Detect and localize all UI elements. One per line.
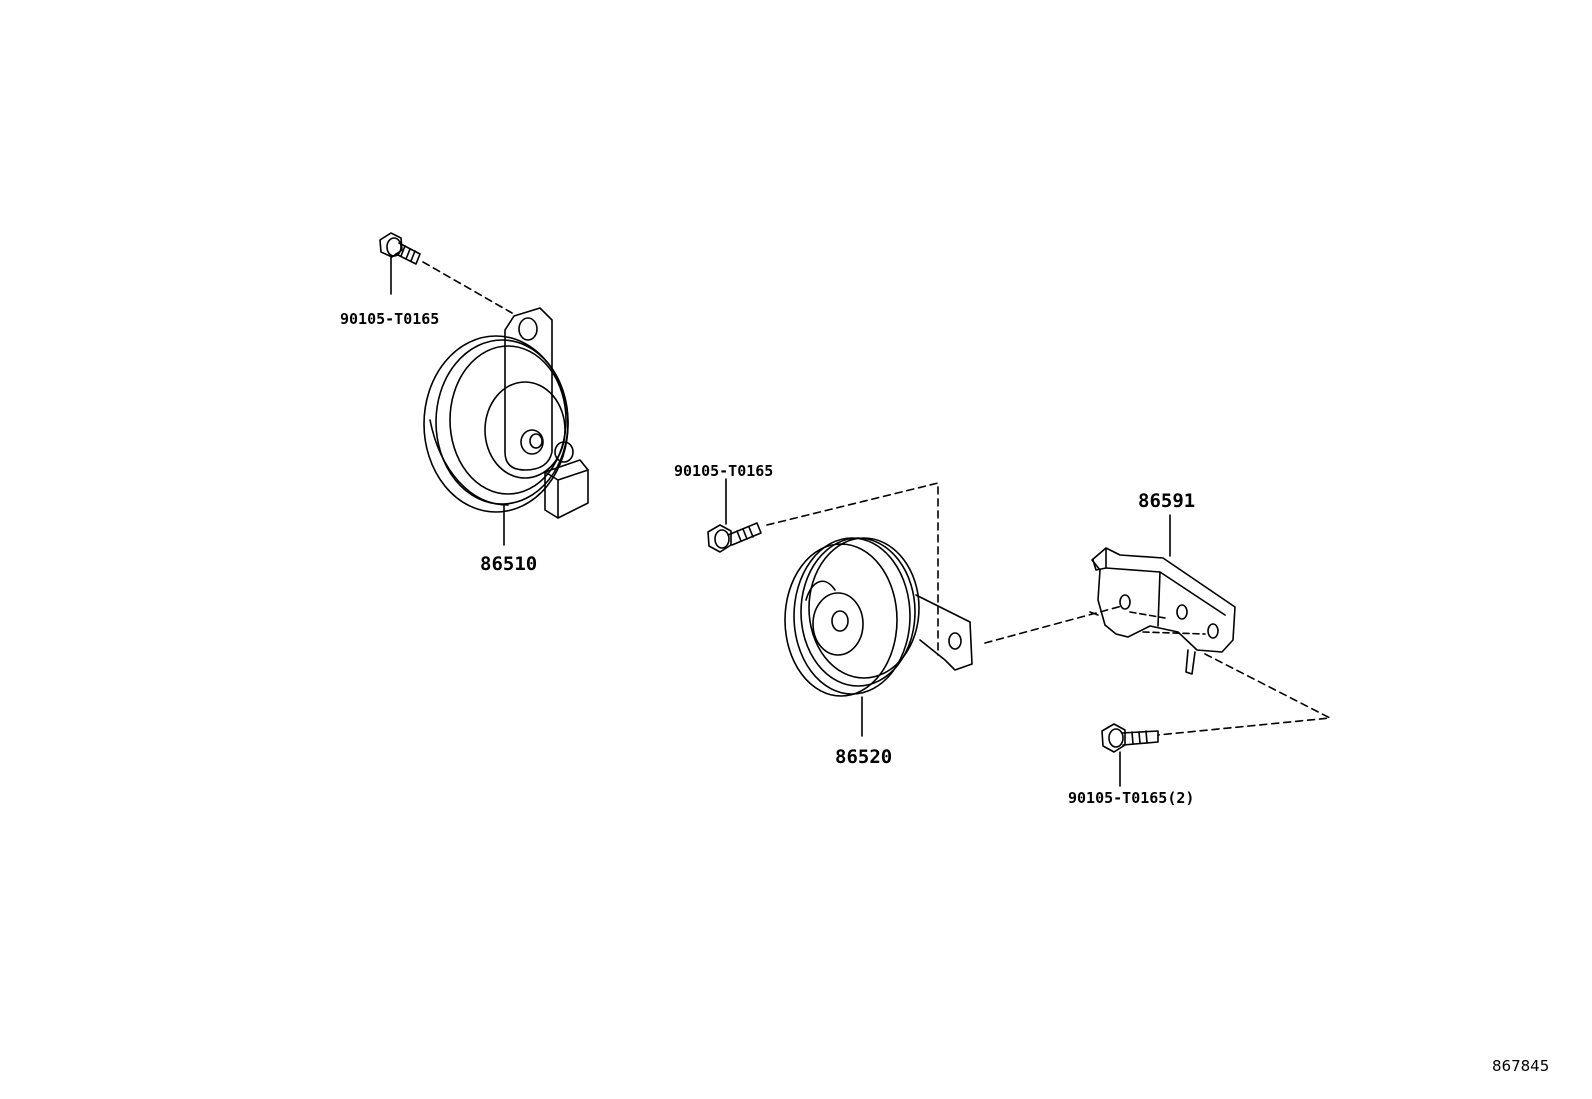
hidden-line-bracket-1 [1129,611,1166,619]
leader-line-bolt-b [766,482,939,656]
hidden-line-bracket-2 [1142,631,1206,635]
leader-line-bolt-a [422,261,513,314]
part-label-bolt-c[interactable]: 90105-T0165(2) [1068,789,1195,807]
part-label-horn-86520[interactable]: 86520 [835,746,893,768]
horn-86510-icon [423,307,589,546]
part-label-bracket-86591[interactable]: 86591 [1138,490,1196,512]
leader-line-bolt-c [1157,653,1331,736]
bolt-c-icon [1101,723,1159,787]
part-label-bolt-a[interactable]: 90105-T0165 [340,310,440,328]
leader-line-horn-bracket [984,605,1123,644]
figure-id: 867845 [1492,1057,1550,1075]
bolt-b-icon [707,478,762,553]
bolt-a-icon [379,232,421,295]
part-label-horn-86510[interactable]: 86510 [480,553,538,575]
horn-86520-icon [784,537,973,737]
bracket-86591-icon [1089,514,1236,675]
part-label-bolt-b[interactable]: 90105-T0165 [674,462,774,480]
